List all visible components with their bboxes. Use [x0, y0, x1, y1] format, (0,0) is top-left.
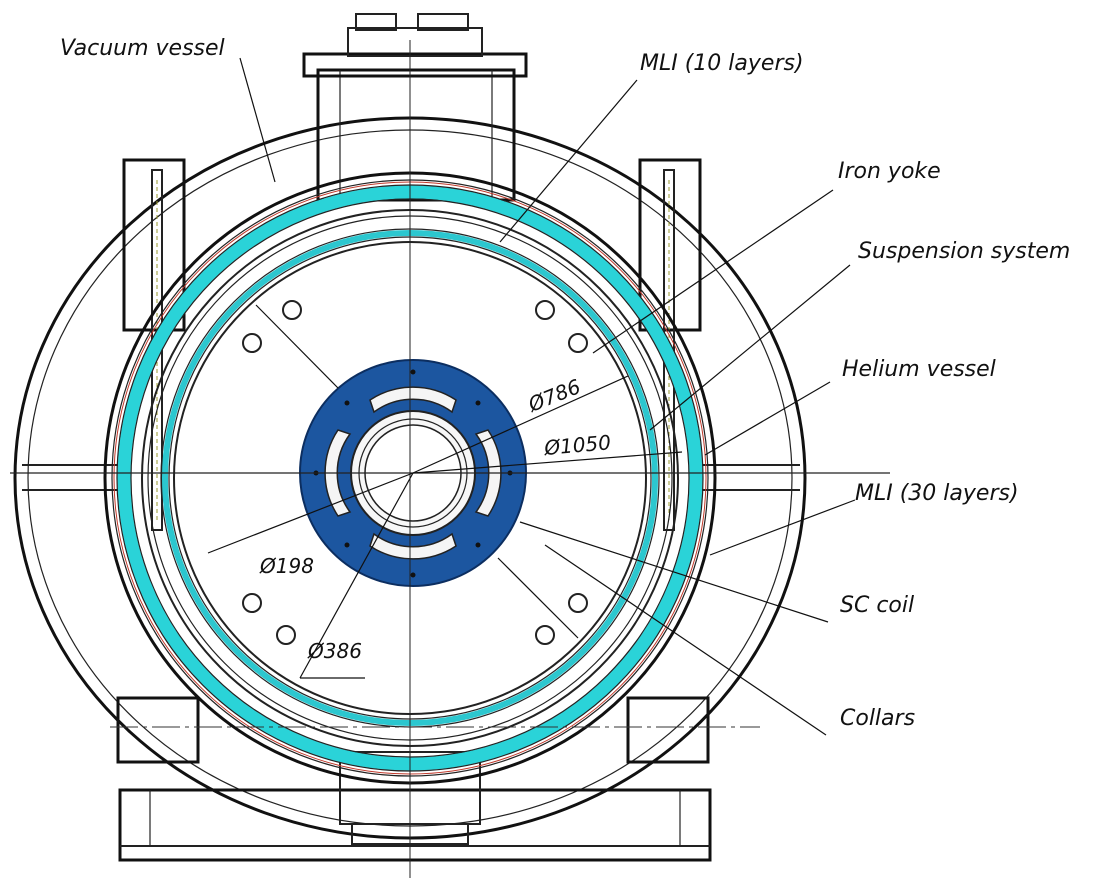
label-mli-10: MLI (10 layers)	[640, 51, 804, 76]
label-iron-yoke: Iron yoke	[838, 159, 941, 184]
yoke-hole	[568, 333, 588, 353]
label-sc-coil: SC coil	[840, 593, 914, 618]
dim-386: Ø386	[307, 639, 362, 663]
yoke-hole	[282, 300, 302, 320]
label-suspension-system: Suspension system	[858, 239, 1070, 264]
yoke-hole	[535, 625, 555, 645]
center-lines	[10, 40, 890, 878]
dimension-lines	[207, 304, 683, 679]
label-mli-30: MLI (30 layers)	[855, 481, 1019, 506]
dim-1050: Ø1050	[542, 430, 611, 460]
yoke-hole	[242, 333, 262, 353]
dim-786: Ø786	[524, 374, 584, 417]
label-collars: Collars	[840, 706, 915, 731]
yoke-hole	[568, 593, 588, 613]
label-leaders	[239, 57, 856, 736]
yoke-hole	[276, 625, 296, 645]
dim-198: Ø198	[259, 554, 314, 578]
yoke-hole	[535, 300, 555, 320]
label-helium-vessel: Helium vessel	[842, 357, 996, 382]
top-turret	[302, 13, 528, 202]
label-vacuum-vessel: Vacuum vessel	[60, 36, 225, 61]
yoke-hole	[242, 593, 262, 613]
